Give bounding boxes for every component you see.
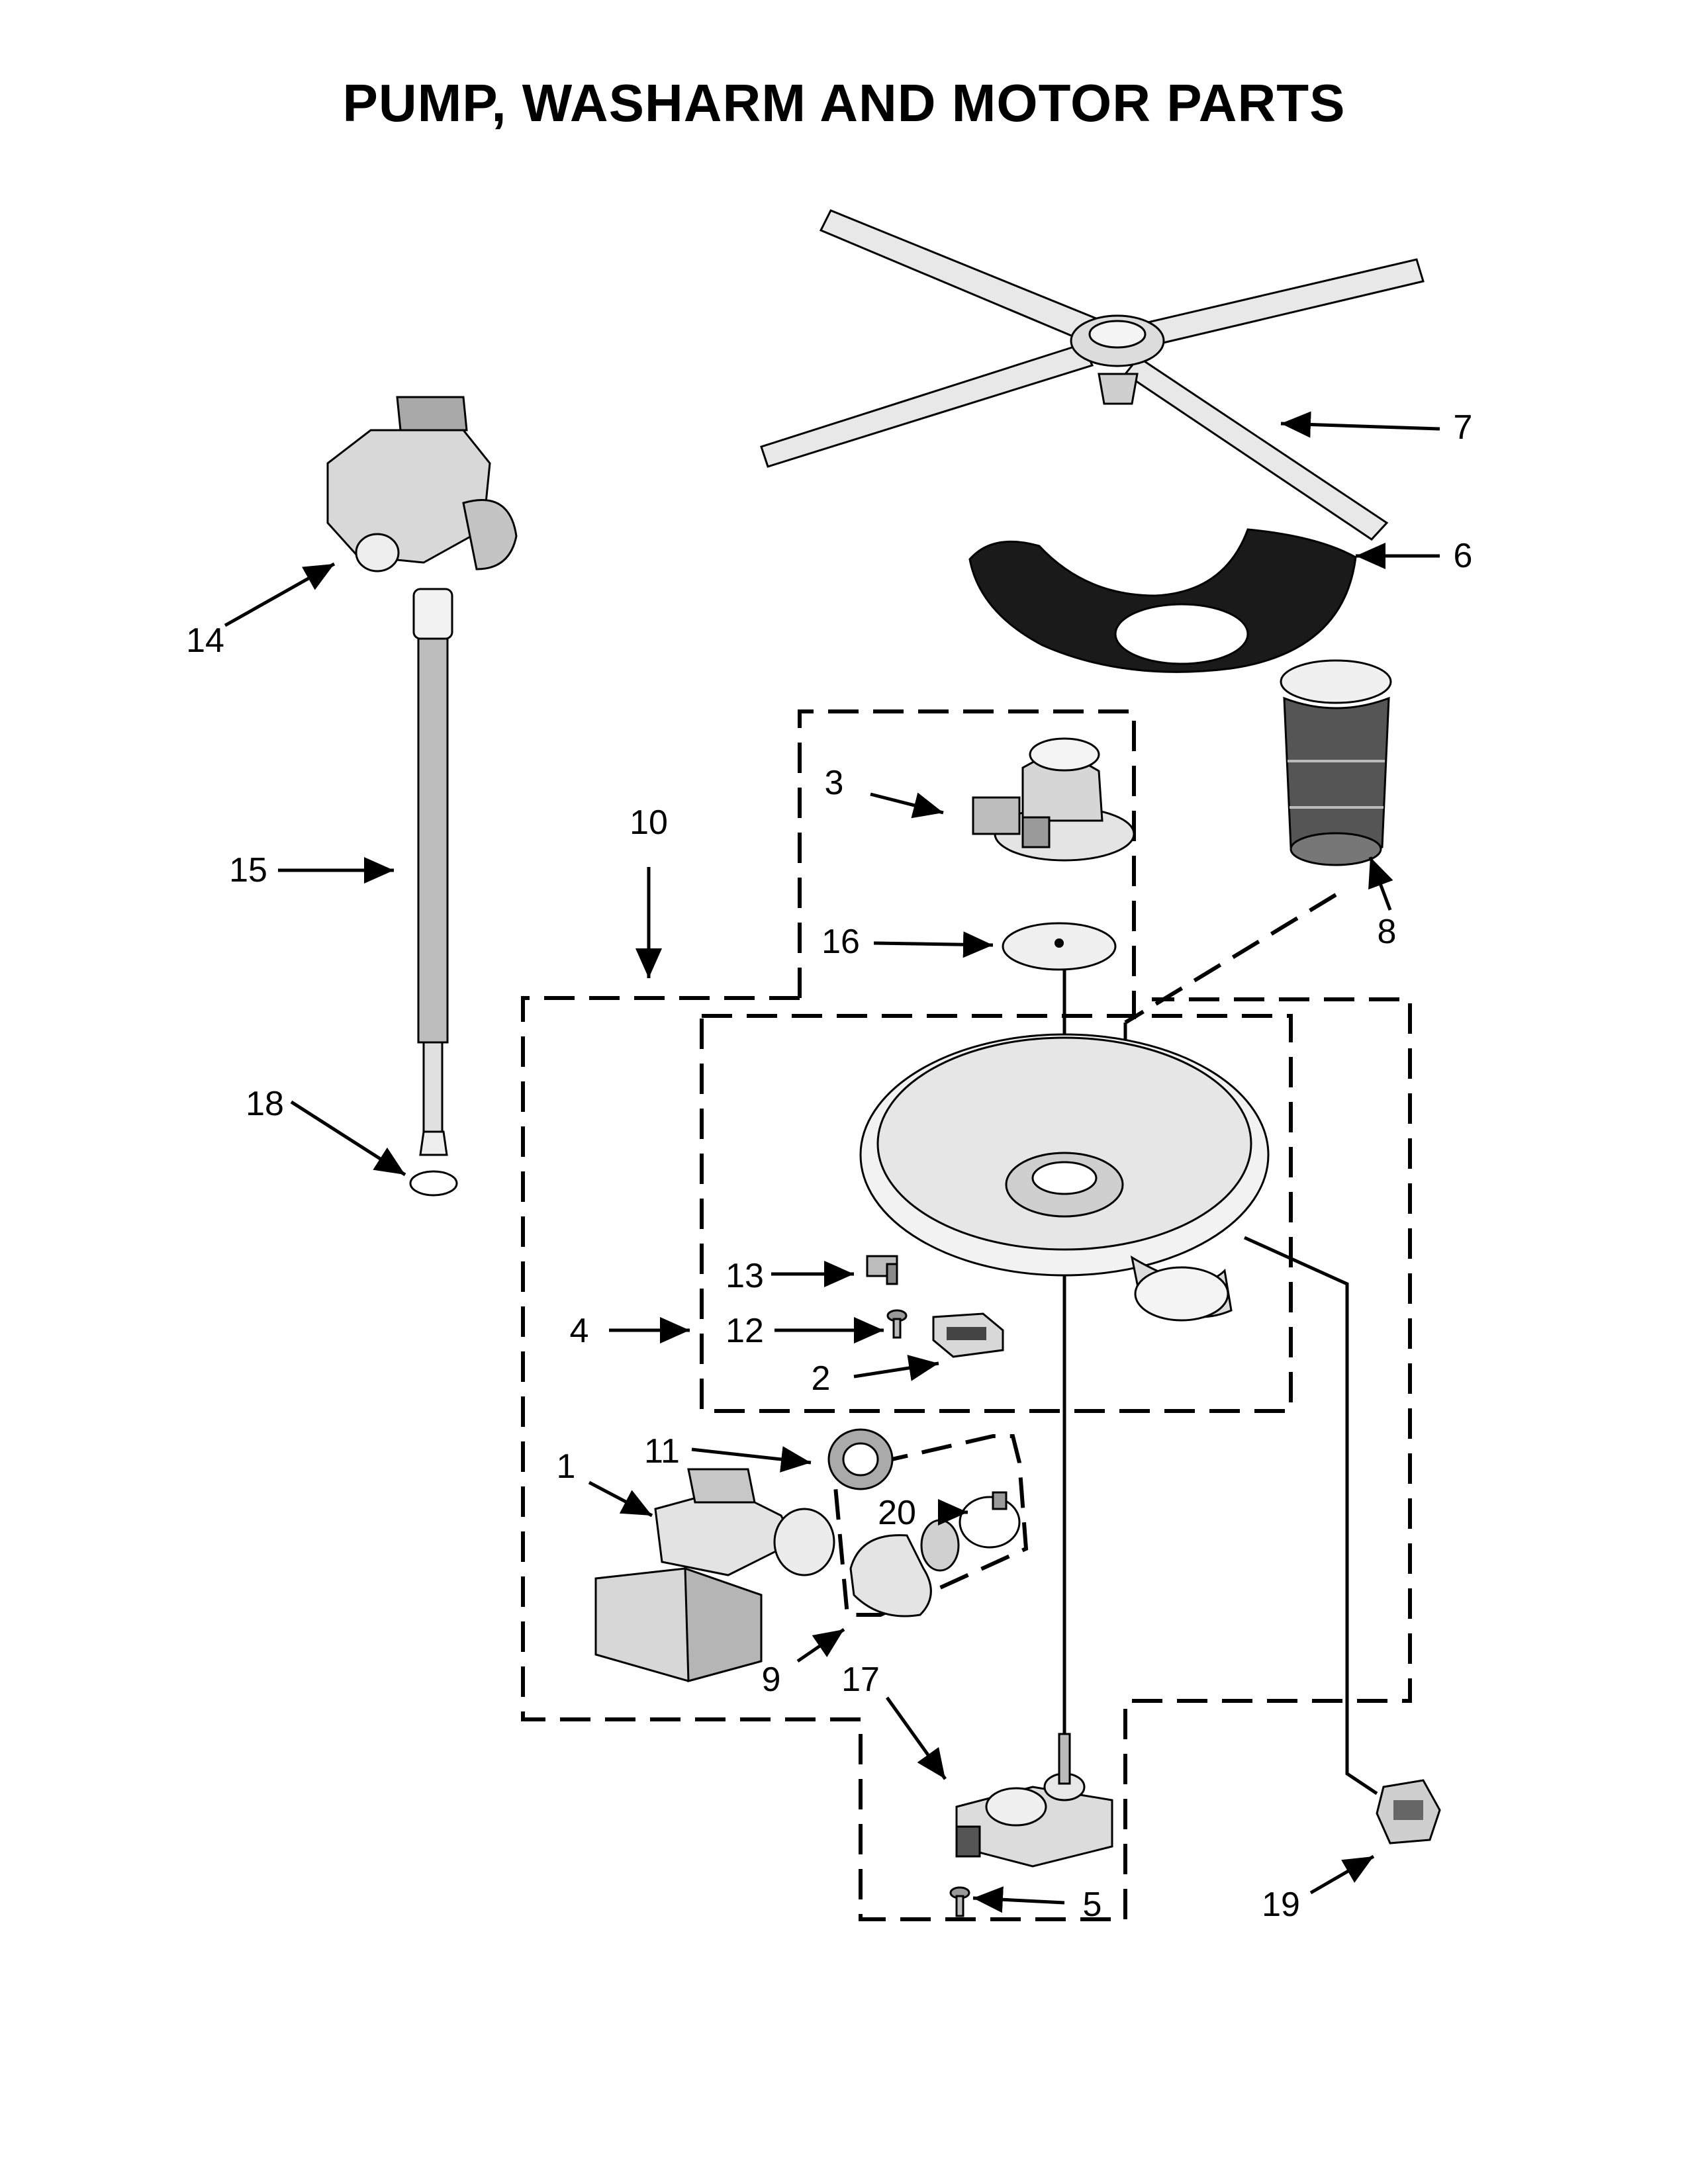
arrow-8 (1368, 856, 1393, 911)
wash-arm-upper (760, 209, 1425, 541)
arrow-1 (588, 1480, 653, 1518)
screw-5 (949, 1886, 970, 1917)
callout-11: 11 (644, 1432, 680, 1471)
disc-seal (1002, 922, 1117, 971)
assembly-3-boundary (798, 709, 1136, 1019)
page-title: PUMP, WASHARM AND MOTOR PARTS (342, 73, 1346, 132)
callout-1: 1 (557, 1447, 576, 1486)
arrow-2 (853, 1355, 939, 1381)
callout-8: 8 (1378, 913, 1397, 951)
wire-19 (1243, 1236, 1378, 1796)
arrow-11 (691, 1446, 812, 1473)
callout-6: 6 (1454, 537, 1473, 575)
screw-12 (886, 1309, 908, 1339)
hose-clamp (959, 1491, 1021, 1549)
hose-clamp-18 (409, 1170, 458, 1197)
callout-19: 19 (1262, 1886, 1300, 1924)
callout-12: 12 (726, 1312, 764, 1350)
callout-17: 17 (841, 1661, 880, 1699)
arrow-19 (1309, 1854, 1375, 1895)
callout-9: 9 (762, 1661, 781, 1699)
callout-2: 2 (812, 1359, 831, 1398)
arrow-3 (870, 792, 944, 819)
assembly-9-boundary (831, 1434, 1029, 1617)
arrow-16 (873, 931, 994, 958)
temperature-sensor (1376, 1779, 1441, 1844)
elbow-hose (849, 1519, 960, 1617)
diverter-motor (955, 1733, 1113, 1868)
callout-18: 18 (246, 1085, 284, 1123)
callout-16: 16 (821, 923, 860, 961)
arrow-7 (1280, 411, 1440, 438)
filter-basket (1280, 659, 1392, 866)
callout-4: 4 (570, 1312, 589, 1350)
arrow-18 (290, 1100, 406, 1177)
callout-15: 15 (229, 851, 267, 889)
callout-3: 3 (825, 764, 844, 802)
callout-20: 20 (878, 1494, 916, 1532)
callout-10: 10 (630, 803, 668, 842)
leader-8-dashed (1124, 893, 1337, 1024)
drain-hose (412, 588, 453, 1156)
arrow-17 (885, 1696, 947, 1780)
pump-motor (594, 1468, 835, 1682)
arrow-5 (972, 1886, 1065, 1913)
callout-14: 14 (186, 621, 224, 660)
arrow-9 (796, 1627, 845, 1663)
filter-shield (968, 528, 1357, 673)
wire-connector (932, 1312, 1004, 1358)
sump-assembly (859, 1033, 1270, 1322)
diverter-housing (972, 737, 1135, 862)
arrow-14 (224, 562, 336, 627)
callout-7: 7 (1454, 408, 1473, 447)
assembly-10-boundary (521, 996, 1412, 1921)
callout-5: 5 (1083, 1886, 1102, 1924)
drain-pump (326, 396, 518, 572)
callout-13: 13 (726, 1257, 764, 1295)
seal-ring (827, 1428, 894, 1490)
sensor-clip (866, 1255, 898, 1285)
